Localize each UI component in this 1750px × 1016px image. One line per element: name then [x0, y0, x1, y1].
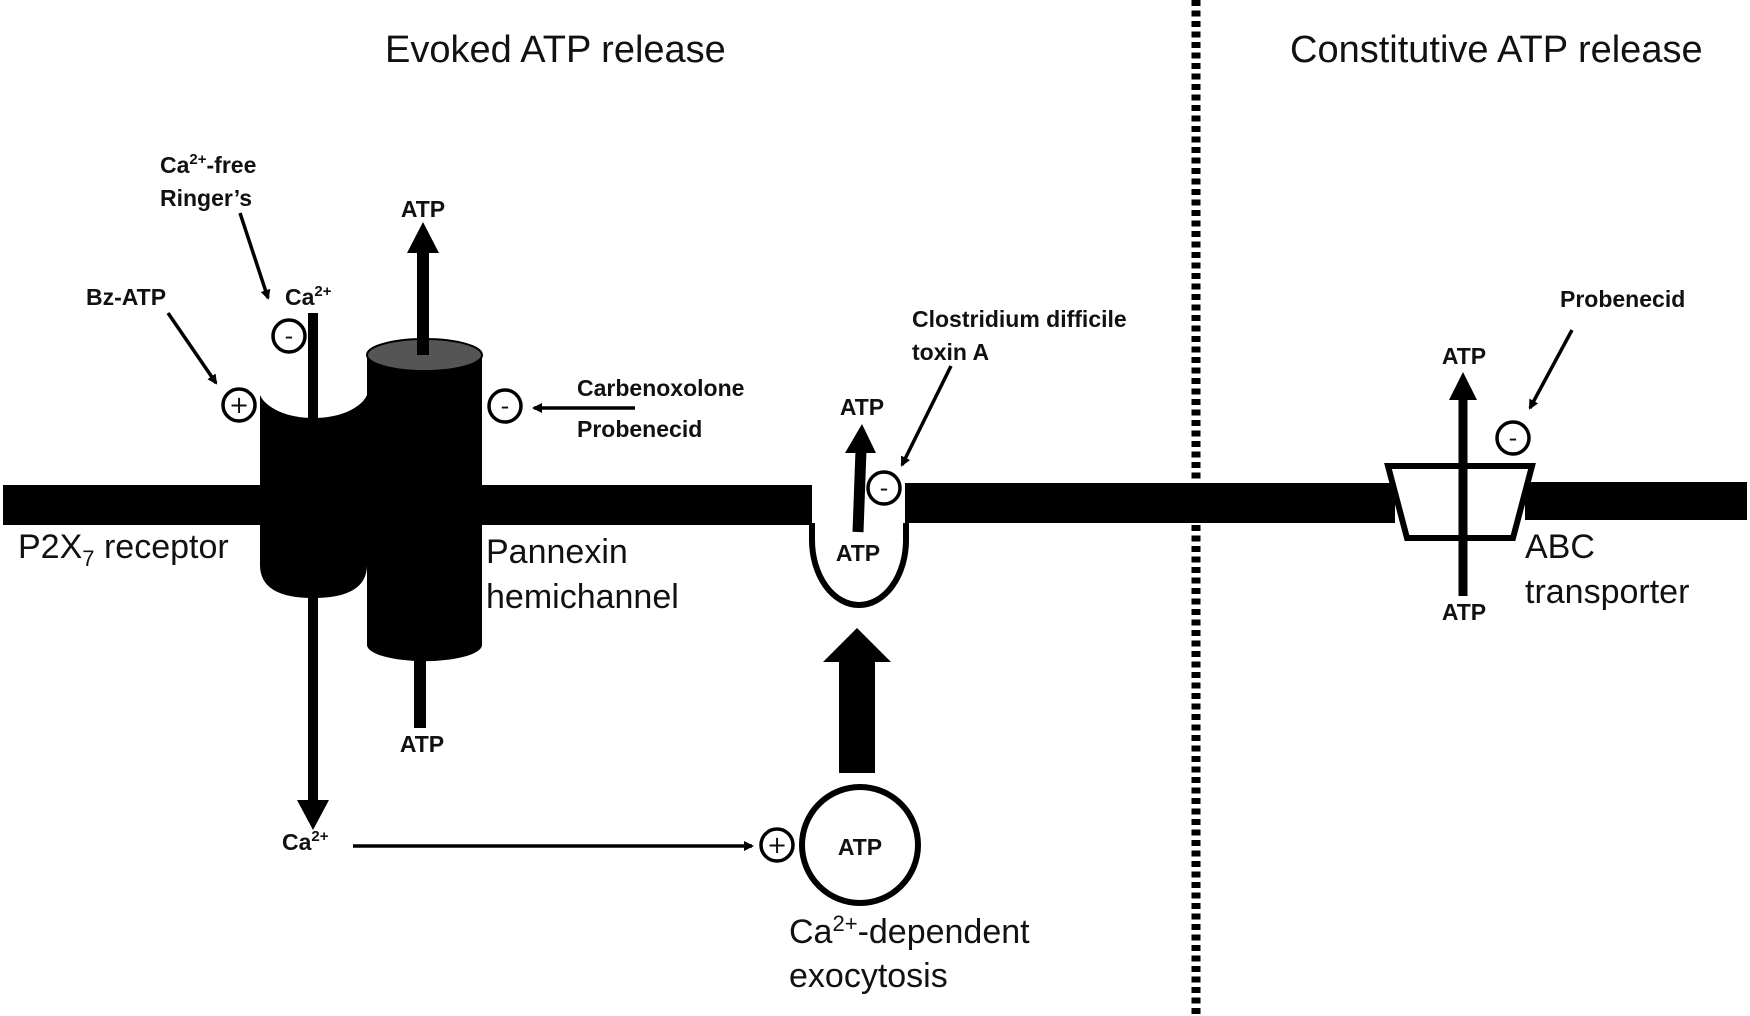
svg-text:+: + [767, 831, 787, 859]
toxin-arrow [900, 365, 953, 467]
evoked-release-title: Evoked ATP release [385, 29, 726, 71]
ca-influx-arrowhead [297, 800, 329, 830]
membrane-segment-right [1525, 482, 1747, 520]
abc-atp-in-label: ATP [1442, 599, 1486, 625]
pannexin-hemichannel [366, 338, 483, 662]
probenecid-abc-label: Probenecid [1560, 286, 1685, 312]
inhibit-pannexin-icon: - [487, 388, 523, 424]
probenecid-abc-arrow [1528, 329, 1574, 410]
abc-label-line1: ABC [1525, 528, 1595, 566]
pannexin-label-line1: Pannexin [486, 533, 628, 571]
pannexin-atp-in-label: ATP [400, 731, 444, 757]
ca-free-ringers-label-line2: Ringer’s [160, 185, 252, 211]
membrane-segment-middle [480, 485, 812, 525]
vesicle-atp-release-arrowhead [845, 424, 876, 453]
ca-extracellular-label: Ca2+ [285, 283, 332, 310]
atp-vesicle-label: ATP [838, 834, 882, 860]
activate-p2x7-icon: + [221, 387, 257, 423]
activate-exocytosis-icon: + [759, 827, 795, 863]
pannexin-atp-out-label: ATP [401, 196, 445, 222]
abc-label-line2: transporter [1525, 573, 1689, 611]
svg-text:-: - [501, 392, 510, 420]
inhibit-ca-entry-icon: - [271, 318, 307, 354]
vesicle-translocation-arrow [823, 628, 891, 773]
toxin-label-line2: toxin A [912, 339, 989, 365]
svg-text:-: - [285, 322, 294, 350]
exocytosis-label-line2: exocytosis [789, 957, 948, 995]
p2x7-receptor-label: P2X7 receptor [18, 528, 229, 571]
atp-vesicle [799, 784, 921, 906]
inhibit-exocytosis-icon: - [866, 470, 902, 506]
abc-atp-out-label: ATP [1442, 343, 1486, 369]
svg-text:-: - [1509, 424, 1518, 452]
membrane-segment-left [3, 485, 265, 525]
pannexin-label-line2: hemichannel [486, 578, 679, 616]
membrane-segment-center-right [905, 483, 1395, 523]
bz-atp-label: Bz-ATP [86, 284, 166, 310]
toxin-label-line1: Clostridium difficile [912, 306, 1127, 332]
vesicle-atp-out-label: ATP [840, 394, 884, 420]
bz-atp-arrow [166, 312, 218, 385]
probenecid-pannexin-label: Probenecid [577, 416, 702, 442]
exocytosis-label-line1: Ca2+-dependent [789, 911, 1030, 951]
svg-text:+: + [229, 391, 249, 419]
pannexin-atp-out-arrowhead [407, 222, 439, 253]
ca-free-ringers-arrow [238, 212, 271, 300]
vesicle-atp-release-arrow [852, 449, 867, 533]
abc-atp-transport-arrowhead [1449, 372, 1477, 400]
carbenoxolone-label: Carbenoxolone [577, 375, 744, 401]
ca-intracellular-label: Ca2+ [282, 828, 329, 855]
constitutive-release-title: Constitutive ATP release [1290, 29, 1703, 71]
inhibit-abc-icon: - [1495, 420, 1531, 456]
svg-text:-: - [880, 474, 889, 502]
fusing-vesicle [809, 523, 909, 608]
ca-free-ringers-label-line1: Ca2+-free [160, 151, 256, 178]
vesicle-atp-in-label: ATP [836, 540, 880, 566]
